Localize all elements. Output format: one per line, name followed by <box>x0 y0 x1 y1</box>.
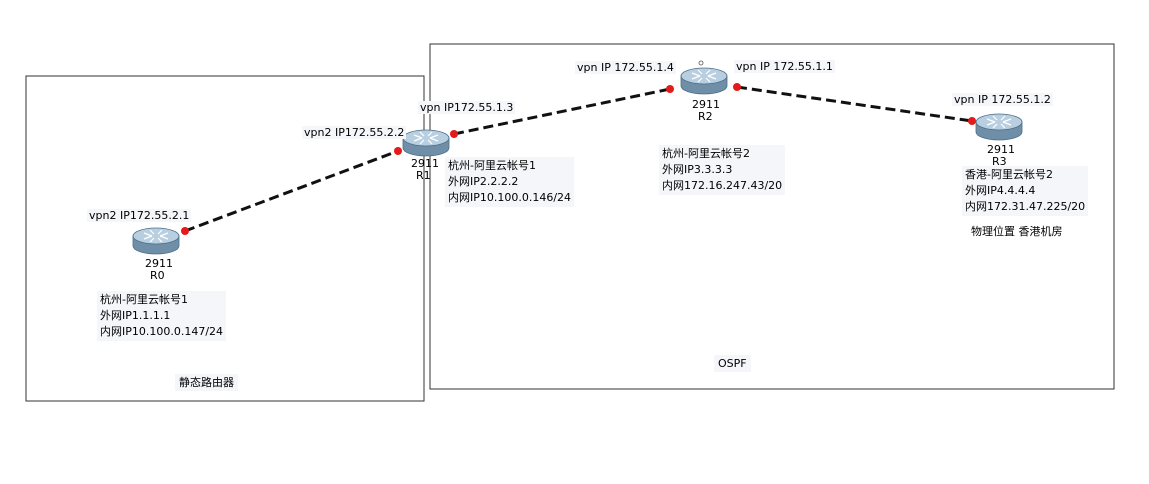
port-label-r1-vpn: vpn IP172.55.1.3 <box>418 101 516 114</box>
port-label-r1-vpn2: vpn2 IP172.55.2.2 <box>302 126 407 139</box>
note-r2-line-1: 杭州-阿里云帐号2 <box>662 147 750 160</box>
port-label-r2-right: vpn IP 172.55.1.1 <box>734 60 835 73</box>
note-r0: 杭州-阿里云帐号1 外网IP1.1.1.1 内网IP10.100.0.147/2… <box>97 291 227 341</box>
port-r0-vpn2[interactable] <box>181 227 189 235</box>
port-label-r2-left: vpn IP 172.55.1.4 <box>575 61 676 74</box>
note-r0-line-3: 内网IP10.100.0.147/24 <box>100 325 224 338</box>
note-r1-line-1: 杭州-阿里云帐号1 <box>448 159 536 172</box>
port-r2-right[interactable] <box>733 83 741 91</box>
note-r1-line-2: 外网IP2.2.2.2 <box>448 175 519 188</box>
router-r0-model: 2911 <box>145 257 173 270</box>
router-r3[interactable] <box>975 113 1023 141</box>
area-label-static: 静态路由器 <box>175 374 238 391</box>
router-r3-name: R3 <box>992 155 1007 168</box>
area-label-ospf: OSPF <box>714 355 751 372</box>
port-r1-vpn[interactable] <box>450 130 458 138</box>
link-r0-r1[interactable] <box>184 149 399 233</box>
router-r1[interactable] <box>402 129 450 157</box>
note-r2: 杭州-阿里云帐号2 外网IP3.3.3.3 内网172.16.247.43/20 <box>659 145 786 195</box>
router-r3-model: 2911 <box>987 143 1015 156</box>
router-r0[interactable] <box>132 227 180 255</box>
note-r3-line-2: 外网IP4.4.4.4 <box>965 184 1036 197</box>
port-label-r0-vpn2: vpn2 IP172.55.2.1 <box>87 209 192 222</box>
router-r2-model: 2911 <box>692 98 720 111</box>
link-r2-r3[interactable] <box>736 85 973 123</box>
router-r0-name: R0 <box>150 269 165 282</box>
r2-status-dot <box>698 60 704 66</box>
note-r2-line-2: 外网IP3.3.3.3 <box>662 163 733 176</box>
static-route-area <box>25 75 425 402</box>
note-r3: 香港-阿里云帐号2 外网IP4.4.4.4 内网172.31.47.225/20 <box>962 166 1089 216</box>
note-r1: 杭州-阿里云帐号1 外网IP2.2.2.2 内网IP10.100.0.146/2… <box>445 157 575 207</box>
port-r3-vpn[interactable] <box>968 117 976 125</box>
link-r1-r2[interactable] <box>453 87 671 136</box>
router-r1-model: 2911 <box>411 157 439 170</box>
port-label-r3-vpn: vpn IP 172.55.1.2 <box>952 93 1053 106</box>
port-r2-left[interactable] <box>666 85 674 93</box>
ospf-area <box>429 43 1115 390</box>
note-r0-line-2: 外网IP1.1.1.1 <box>100 309 171 322</box>
note-r0-line-1: 杭州-阿里云帐号1 <box>100 293 188 306</box>
note-r3-line-1: 香港-阿里云帐号2 <box>965 168 1053 181</box>
router-r2-name: R2 <box>698 110 713 123</box>
router-r2[interactable] <box>680 67 728 95</box>
note-r1-line-3: 内网IP10.100.0.146/24 <box>448 191 572 204</box>
router-r1-name: R1 <box>416 169 431 182</box>
note-r3-location: 物理位置 香港机房 <box>971 225 1063 238</box>
port-r1-vpn2[interactable] <box>394 147 402 155</box>
note-r2-line-3: 内网172.16.247.43/20 <box>662 179 783 192</box>
note-r3-line-3: 内网172.31.47.225/20 <box>965 200 1086 213</box>
